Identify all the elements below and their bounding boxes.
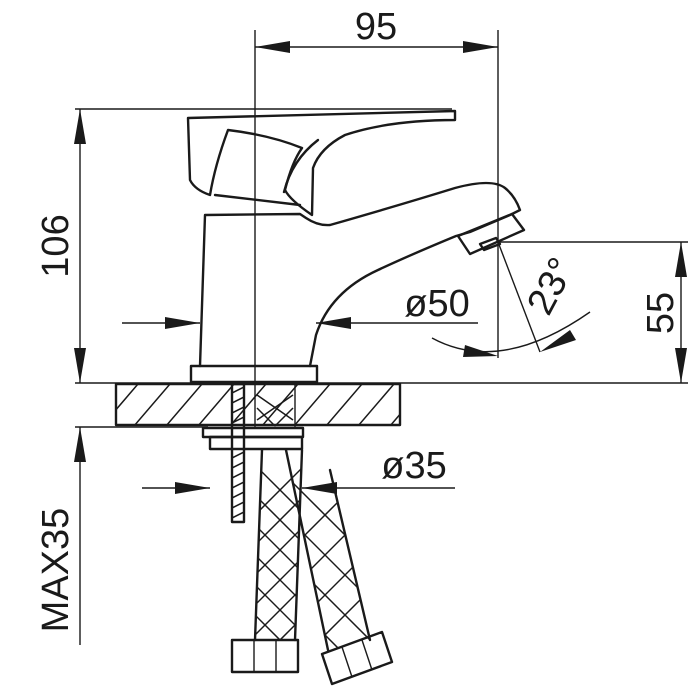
faucet-body: [186, 109, 526, 384]
height-dimension-label: 106: [35, 214, 77, 277]
spout-height-label: 55: [640, 292, 682, 334]
countertop: [114, 382, 402, 427]
dimension-lines: [75, 30, 688, 645]
max-thickness-label: MAX35: [35, 508, 77, 633]
dimension-arrows: [74, 41, 687, 494]
mount-diameter-label: ø35: [381, 445, 446, 487]
mounting-hardware: [201, 382, 305, 524]
body-diameter-label: ø50: [404, 283, 469, 325]
braided-hoses: [230, 448, 394, 686]
spout-angle-label: 23°: [519, 251, 583, 321]
width-dimension-label: 95: [355, 6, 397, 48]
